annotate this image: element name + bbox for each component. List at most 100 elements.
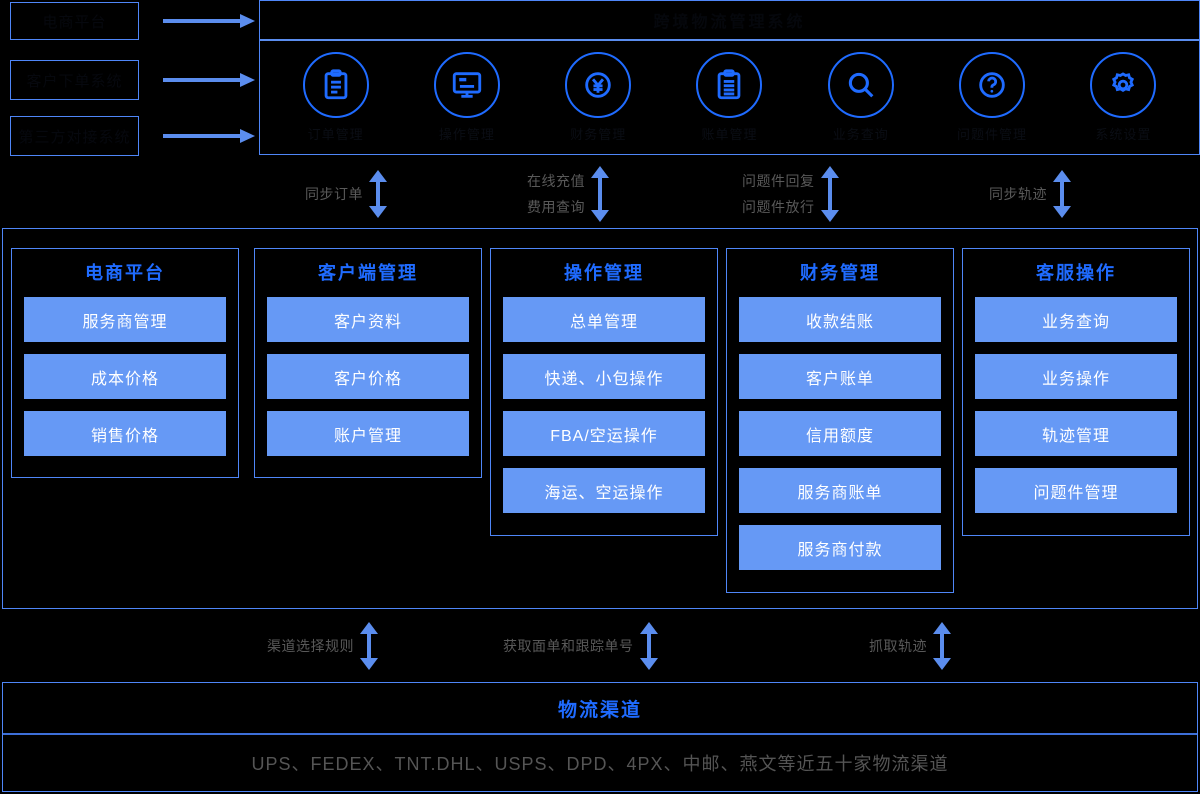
arrow-shaft (1060, 181, 1064, 207)
platform-icon-item-finance-management[interactable]: 财务管理 (539, 51, 657, 143)
flow-arrow-right-2 (163, 73, 255, 87)
source-box-ecommerce-platform[interactable]: 电商平台 (10, 2, 139, 40)
platform-icon-row: 订单管理 操作管理 (260, 41, 1199, 153)
double-arrow-icon (820, 166, 839, 222)
module-item[interactable]: 客户价格 (267, 354, 469, 399)
link-label: 在线充值 (527, 173, 585, 189)
double-arrow-icon (933, 622, 951, 670)
source-box-label: 客户下单系统 (26, 72, 123, 90)
module-item[interactable]: 成本价格 (24, 354, 226, 399)
logistics-channel-title: 物流渠道 (3, 683, 1197, 735)
arrow-head-up (639, 622, 658, 634)
arrow-head-up (820, 166, 839, 178)
arrow-head-down (639, 658, 658, 670)
document-icon (302, 51, 369, 118)
link-label: 问题件放行 (742, 199, 815, 215)
link-label-group: 抓取轨迹 (869, 636, 927, 656)
link-label: 抓取轨迹 (869, 638, 927, 654)
link-label-group: 渠道选择规则 (267, 636, 354, 656)
module-item[interactable]: 海运、空运操作 (503, 468, 705, 513)
source-box-customer-order-system[interactable]: 客户下单系统 (10, 60, 139, 100)
arrow-head-down (369, 206, 387, 218)
modules-panel: 电商平台 服务商管理 成本价格 销售价格 客户端管理 客户资料 客户价格 账户管… (2, 228, 1198, 609)
link-label: 问题件回复 (742, 173, 815, 189)
module-item[interactable]: 业务操作 (975, 354, 1177, 399)
arrow-head-up (360, 622, 378, 634)
module-card-finance-management: 财务管理 收款结账 客户账单 信用额度 服务商账单 服务商付款 (726, 248, 954, 593)
link-get-label-and-tracking-number: 获取面单和跟踪单号 (503, 622, 658, 670)
link-sync-orders: 同步订单 (305, 170, 387, 218)
arrow-head-down (591, 210, 609, 222)
platform-icon-item-problem-parcel[interactable]: 问题件管理 (933, 51, 1051, 143)
link-fetch-tracking: 抓取轨迹 (869, 622, 951, 670)
double-arrow-icon (360, 622, 378, 670)
platform-icon-item-order-management[interactable]: 订单管理 (277, 51, 395, 143)
clipboard-icon (696, 51, 763, 118)
platform-icon-item-operation-management[interactable]: 操作管理 (408, 51, 526, 143)
link-problem-parcel-reply-release: 问题件回复 问题件放行 (742, 166, 839, 222)
module-item[interactable]: 快递、小包操作 (503, 354, 705, 399)
arrow-shaft (163, 19, 241, 23)
link-label-group: 在线充值 费用查询 (527, 171, 585, 217)
arrow-head (240, 73, 255, 87)
link-recharge-and-fee-query: 在线充值 费用查询 (527, 166, 609, 222)
module-item[interactable]: 业务查询 (975, 297, 1177, 342)
module-item[interactable]: 服务商账单 (739, 468, 941, 513)
arrow-shaft (376, 181, 380, 207)
link-label-group: 同步订单 (305, 184, 363, 204)
arrow-head-up (369, 170, 387, 182)
gear-icon (1090, 51, 1157, 118)
module-item[interactable]: 总单管理 (503, 297, 705, 342)
module-item[interactable]: 信用额度 (739, 411, 941, 456)
module-card-title: 客服操作 (1036, 263, 1116, 283)
monitor-icon (433, 51, 500, 118)
module-item[interactable]: 收款结账 (739, 297, 941, 342)
search-icon (827, 51, 894, 118)
source-box-third-party-system[interactable]: 第三方对接系统 (10, 116, 139, 156)
arrow-shaft (163, 134, 241, 138)
module-item[interactable]: 问题件管理 (975, 468, 1177, 513)
module-card-title: 电商平台 (85, 263, 165, 283)
link-label: 获取面单和跟踪单号 (503, 638, 634, 654)
platform-icon-item-system-settings[interactable]: 系统设置 (1064, 51, 1182, 143)
platform-icon-label: 系统设置 (1095, 126, 1152, 142)
link-label: 同步轨迹 (989, 186, 1047, 202)
link-label-group: 获取面单和跟踪单号 (503, 636, 634, 656)
source-box-label: 第三方对接系统 (18, 128, 131, 146)
arrow-head-up (1053, 170, 1071, 182)
link-label: 同步订单 (305, 186, 363, 202)
module-card-client-management: 客户端管理 客户资料 客户价格 账户管理 (254, 248, 482, 478)
link-label-group: 同步轨迹 (989, 184, 1047, 204)
double-arrow-icon (639, 622, 658, 670)
platform-icon-item-bill-management[interactable]: 账单管理 (670, 51, 788, 143)
module-card-title: 财务管理 (800, 263, 880, 283)
link-sync-tracking: 同步轨迹 (989, 170, 1071, 218)
arrow-head-down (820, 210, 839, 222)
arrow-shaft (646, 633, 651, 659)
module-card-ecommerce-platform: 电商平台 服务商管理 成本价格 销售价格 (11, 248, 239, 478)
arrow-shaft (827, 177, 832, 211)
module-card-operation-management: 操作管理 总单管理 快递、小包操作 FBA/空运操作 海运、空运操作 (490, 248, 718, 536)
module-item[interactable]: 客户资料 (267, 297, 469, 342)
module-item[interactable]: 服务商付款 (739, 525, 941, 570)
platform-icon-label: 业务查询 (832, 126, 889, 142)
flow-arrow-right-3 (163, 129, 255, 143)
platform-icon-label: 财务管理 (570, 126, 627, 142)
module-card-title: 客户端管理 (318, 263, 418, 283)
link-channel-selection-rules: 渠道选择规则 (267, 622, 378, 670)
flow-arrow-right-1 (163, 14, 255, 28)
platform-icon-item-business-query[interactable]: 业务查询 (802, 51, 920, 143)
module-item[interactable]: 账户管理 (267, 411, 469, 456)
arrow-shaft (163, 78, 241, 82)
platform-icon-label: 问题件管理 (957, 126, 1028, 142)
arrow-shaft (598, 177, 602, 211)
module-item[interactable]: 轨迹管理 (975, 411, 1177, 456)
link-label: 渠道选择规则 (267, 638, 354, 654)
module-item[interactable]: 客户账单 (739, 354, 941, 399)
module-item[interactable]: 销售价格 (24, 411, 226, 456)
platform-title: 跨境物流管理系统 (260, 1, 1199, 41)
platform-icon-label: 订单管理 (307, 126, 364, 142)
module-item[interactable]: FBA/空运操作 (503, 411, 705, 456)
module-item[interactable]: 服务商管理 (24, 297, 226, 342)
